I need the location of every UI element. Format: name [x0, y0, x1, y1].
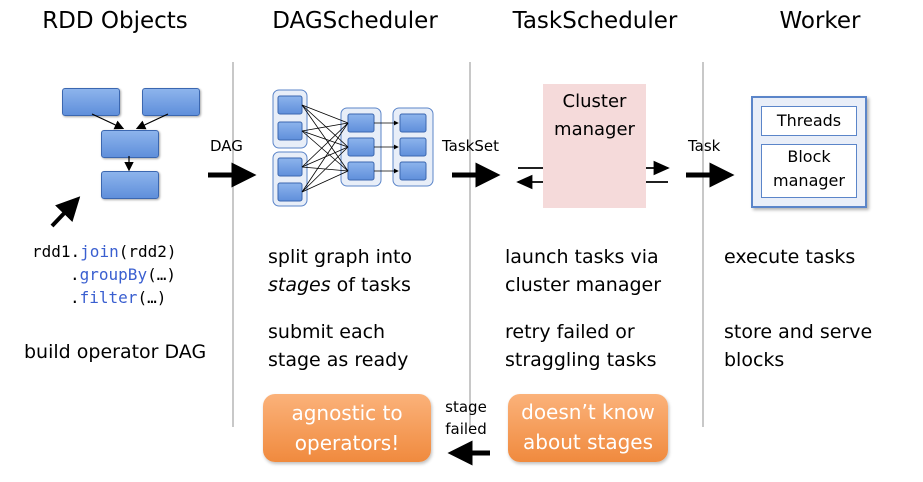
dag-desc-line-1: split graph into [268, 246, 413, 268]
dag-arrow-label: DAG [210, 137, 243, 155]
rdd-node-1 [62, 88, 120, 116]
stage-graph [272, 89, 434, 207]
worker-desc-line-1: execute tasks [724, 246, 856, 268]
block-manager-box: Block manager [761, 144, 857, 198]
worker-desc-line-2: store and serve [724, 321, 873, 343]
cluster-manager-box [543, 84, 646, 208]
code-line-3: .filter(…) [70, 288, 167, 307]
doesnt-know-callout: doesn’t know about stages [508, 394, 668, 462]
dag-desc-line-3: submit each [268, 321, 386, 343]
rdd-objects-title: RDD Objects [42, 8, 188, 34]
threads-box: Threads [761, 106, 857, 136]
task-desc-line-1: launch tasks via [505, 246, 659, 268]
code-pointer-arrow [50, 196, 81, 228]
rdd-node-2 [142, 88, 200, 116]
dagscheduler-title: DAGScheduler [272, 8, 438, 34]
code-line-1: rdd1.join(rdd2) [32, 242, 177, 261]
rdd-description: build operator DAG [24, 341, 207, 363]
stage-failed-label: stage failed [445, 398, 487, 438]
rdd-node-3 [101, 130, 159, 158]
taskscheduler-title: TaskScheduler [512, 8, 678, 34]
code-line-2: .groupBy(…) [70, 265, 176, 284]
task-arrow-label: Task [688, 137, 721, 155]
rdd-node-4 [101, 171, 159, 199]
cluster-manager-label: Cluster manager [554, 91, 635, 140]
task-desc-line-4: straggling tasks [505, 349, 657, 371]
divider-1 [232, 62, 234, 427]
taskset-arrow-label: TaskSet [442, 137, 500, 155]
agnostic-callout: agnostic to operators! [263, 394, 431, 462]
divider-2 [469, 62, 471, 427]
task-desc-line-2: cluster manager [505, 274, 662, 296]
task-desc-line-3: retry failed or [505, 321, 635, 343]
dag-desc-line-4: stage as ready [268, 349, 409, 371]
rdd-graph-edges [50, 113, 169, 228]
worker-title: Worker [779, 8, 861, 34]
divider-3 [702, 62, 704, 427]
worker-desc-line-3: blocks [724, 349, 785, 371]
dag-desc-line-2: stages of tasks [268, 274, 411, 296]
